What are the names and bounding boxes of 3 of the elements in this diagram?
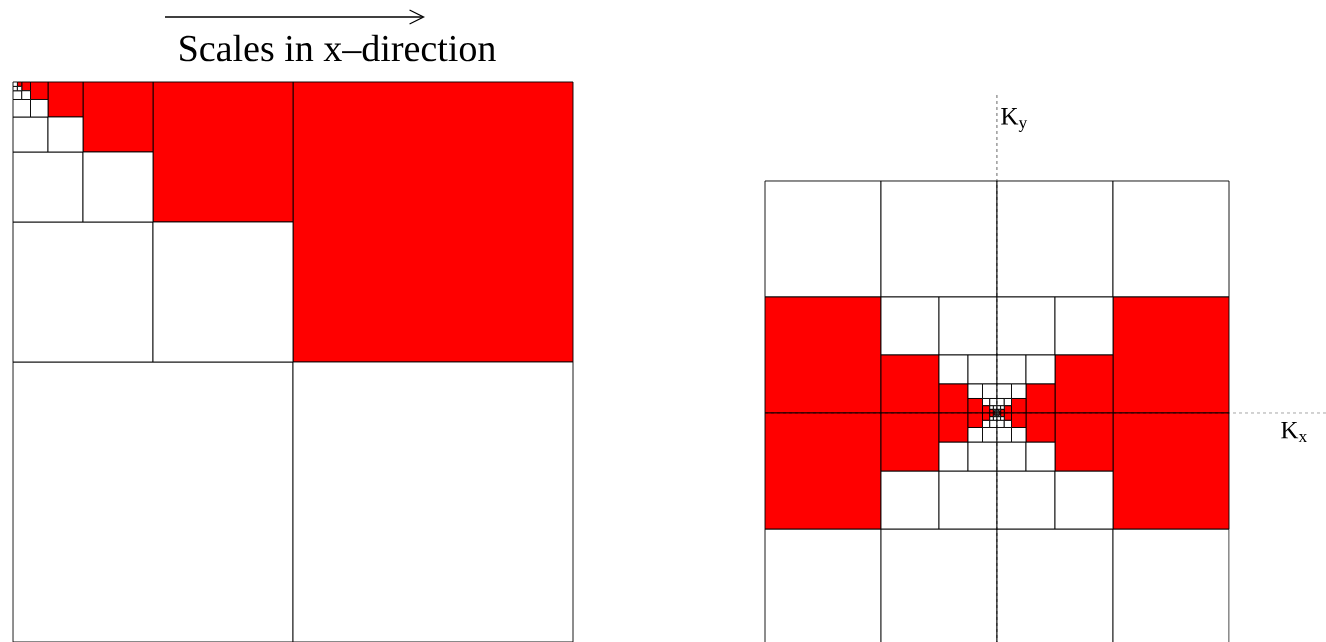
axis-label: Scales in x–direction [180,34,496,62]
axis-label: K$_{y}$ [1001,108,1028,132]
axis-label: K$_{x}$ [1281,421,1308,443]
